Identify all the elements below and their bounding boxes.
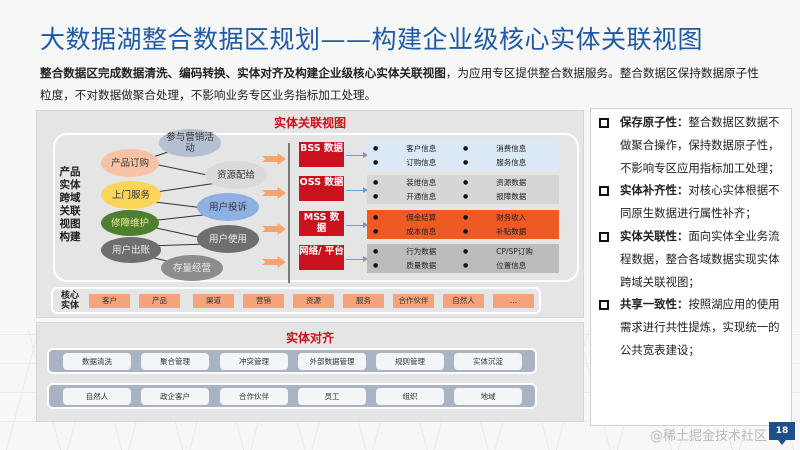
- relation-frame: [53, 133, 579, 282]
- relation-view-title: 实体关联视图: [273, 116, 346, 130]
- node-marketing: 参与营销活动: [159, 129, 221, 157]
- node-repair: 修障维护: [101, 210, 159, 236]
- intro-rest: ，为应用专区提供整合数据服务。整合数据区保持数据原子性粒度，不对数据做聚合处理，…: [40, 66, 759, 102]
- core-entity-chip: 服务: [343, 294, 384, 308]
- node-order: 产品订购: [101, 149, 159, 177]
- divider-line: [288, 143, 290, 283]
- principle-item: 实体补齐性：对核心实体根据不同原生数据进行属性补齐；: [599, 179, 787, 225]
- watermark: @稀土掘金技术社区: [650, 429, 768, 444]
- core-entity-chip: 渠道: [193, 294, 234, 308]
- square-bullet-icon: [599, 231, 609, 242]
- alignment-chip: 冲突管理: [220, 353, 288, 370]
- core-entities-row: 核心实体 客户 产品 渠道 营销 资源 服务 合作伙伴 自然人 ...: [51, 287, 541, 314]
- side-label: 产品实体跨域关联视图构建: [59, 166, 81, 243]
- arrow-right-icon: [262, 187, 286, 199]
- mss-info-box: 佣金结算 财务收入 成本信息 补贴数据: [367, 210, 559, 239]
- alignment-chip: 地域: [454, 388, 522, 405]
- alignment-chip: 合作伙伴: [220, 388, 288, 405]
- node-billing: 用户出账: [101, 237, 161, 263]
- alignment-chip: 聚合管理: [141, 353, 209, 370]
- source-network-platform: 网络/ 平台: [299, 245, 344, 270]
- oss-info-box: 装维信息 资源数据 开通信息 报障数据: [367, 175, 559, 204]
- node-complaint: 用户投诉: [197, 193, 259, 221]
- bss-info-box: 客户信息 消费信息 订购信息 服务信息: [367, 141, 559, 170]
- principle-item: 实体关联性：面向实体全业务流程数据，整合各域数据实现实体跨域关联视图；: [599, 225, 787, 293]
- entity-relation-view-panel: 实体关联视图 产品实体跨域关联视图构建 参与营销活动 产品订购 资源配给 上门服…: [36, 110, 584, 318]
- core-entity-chip: 资源: [293, 294, 334, 308]
- arrow-icon: [346, 187, 368, 193]
- intro-paragraph: 整合数据区完成数据清洗、编码转换、实体对齐及构建企业级核心实体关联视图，为应用专…: [40, 62, 770, 106]
- alignment-chip: 政企客户: [141, 388, 209, 405]
- alignment-chip: 实体沉淀: [454, 353, 522, 370]
- page-title: 大数据湖整合数据区规划——构建企业级核心实体关联视图: [40, 25, 704, 54]
- arrow-right-icon: [262, 223, 286, 235]
- source-bss: BSS 数据: [299, 142, 344, 167]
- arrow-right-icon: [262, 153, 286, 165]
- alignment-process-row: 数据清洗 聚合管理 冲突管理 外部数据管理 规则管理 实体沉淀: [47, 348, 537, 374]
- source-oss: OSS 数据: [299, 176, 344, 201]
- node-resource: 资源配给: [205, 161, 267, 189]
- node-onsite-service: 上门服务: [101, 181, 161, 209]
- alignment-chip: 规则管理: [376, 353, 444, 370]
- alignment-entity-row: 自然人 政企客户 合作伙伴 员工 组织 地域: [47, 383, 537, 409]
- alignment-chip: 自然人: [63, 388, 131, 405]
- network-info-box: 行为数据 CP/SP订购 质量数据 位置信息: [367, 244, 559, 273]
- alignment-chip: 外部数据管理: [298, 353, 366, 370]
- core-entity-chip: 产品: [139, 294, 180, 308]
- arrow-icon: [346, 152, 368, 158]
- square-bullet-icon: [599, 186, 609, 197]
- source-mss: MSS 数据: [299, 211, 344, 236]
- intro-bold: 整合数据区完成数据清洗、编码转换、实体对齐及构建企业级核心实体关联视图: [40, 66, 446, 80]
- arrow-icon: [346, 222, 368, 228]
- alignment-chip: 数据清洗: [63, 353, 131, 370]
- core-entity-chip: 合作伙伴: [393, 294, 434, 308]
- arrow-right-icon: [262, 256, 286, 268]
- entity-alignment-panel: 实体对齐 数据清洗 聚合管理 冲突管理 外部数据管理 规则管理 实体沉淀 自然人…: [36, 322, 584, 422]
- square-bullet-icon: [599, 118, 609, 128]
- alignment-chip: 组织: [376, 388, 444, 405]
- core-entity-chip: ...: [493, 294, 534, 308]
- square-bullet-icon: [599, 300, 609, 311]
- principles-panel: 保存原子性：整合数据区数据不做聚合操作，保持数据原子性，不影响专区应用指标加工处…: [590, 108, 792, 426]
- page-number-badge: 18: [769, 422, 795, 445]
- core-entities-label: 核心实体: [60, 291, 79, 311]
- core-entity-chip: 营销: [243, 294, 284, 308]
- principle-item: 保存原子性：整合数据区数据不做聚合操作，保持数据原子性，不影响专区应用指标加工处…: [599, 111, 787, 179]
- alignment-chip: 员工: [298, 388, 366, 405]
- core-entity-chip: 自然人: [443, 294, 484, 308]
- entity-alignment-title: 实体对齐: [285, 331, 334, 345]
- core-entity-chip: 客户: [89, 294, 130, 308]
- node-usage: 用户使用: [197, 225, 259, 253]
- node-stock-operation: 存量经营: [161, 255, 223, 281]
- arrow-icon: [346, 256, 368, 262]
- principle-item: 共享一致性：按照湖应用的使用需求进行共性提炼，实现统一的公共宽表建设；: [599, 293, 787, 361]
